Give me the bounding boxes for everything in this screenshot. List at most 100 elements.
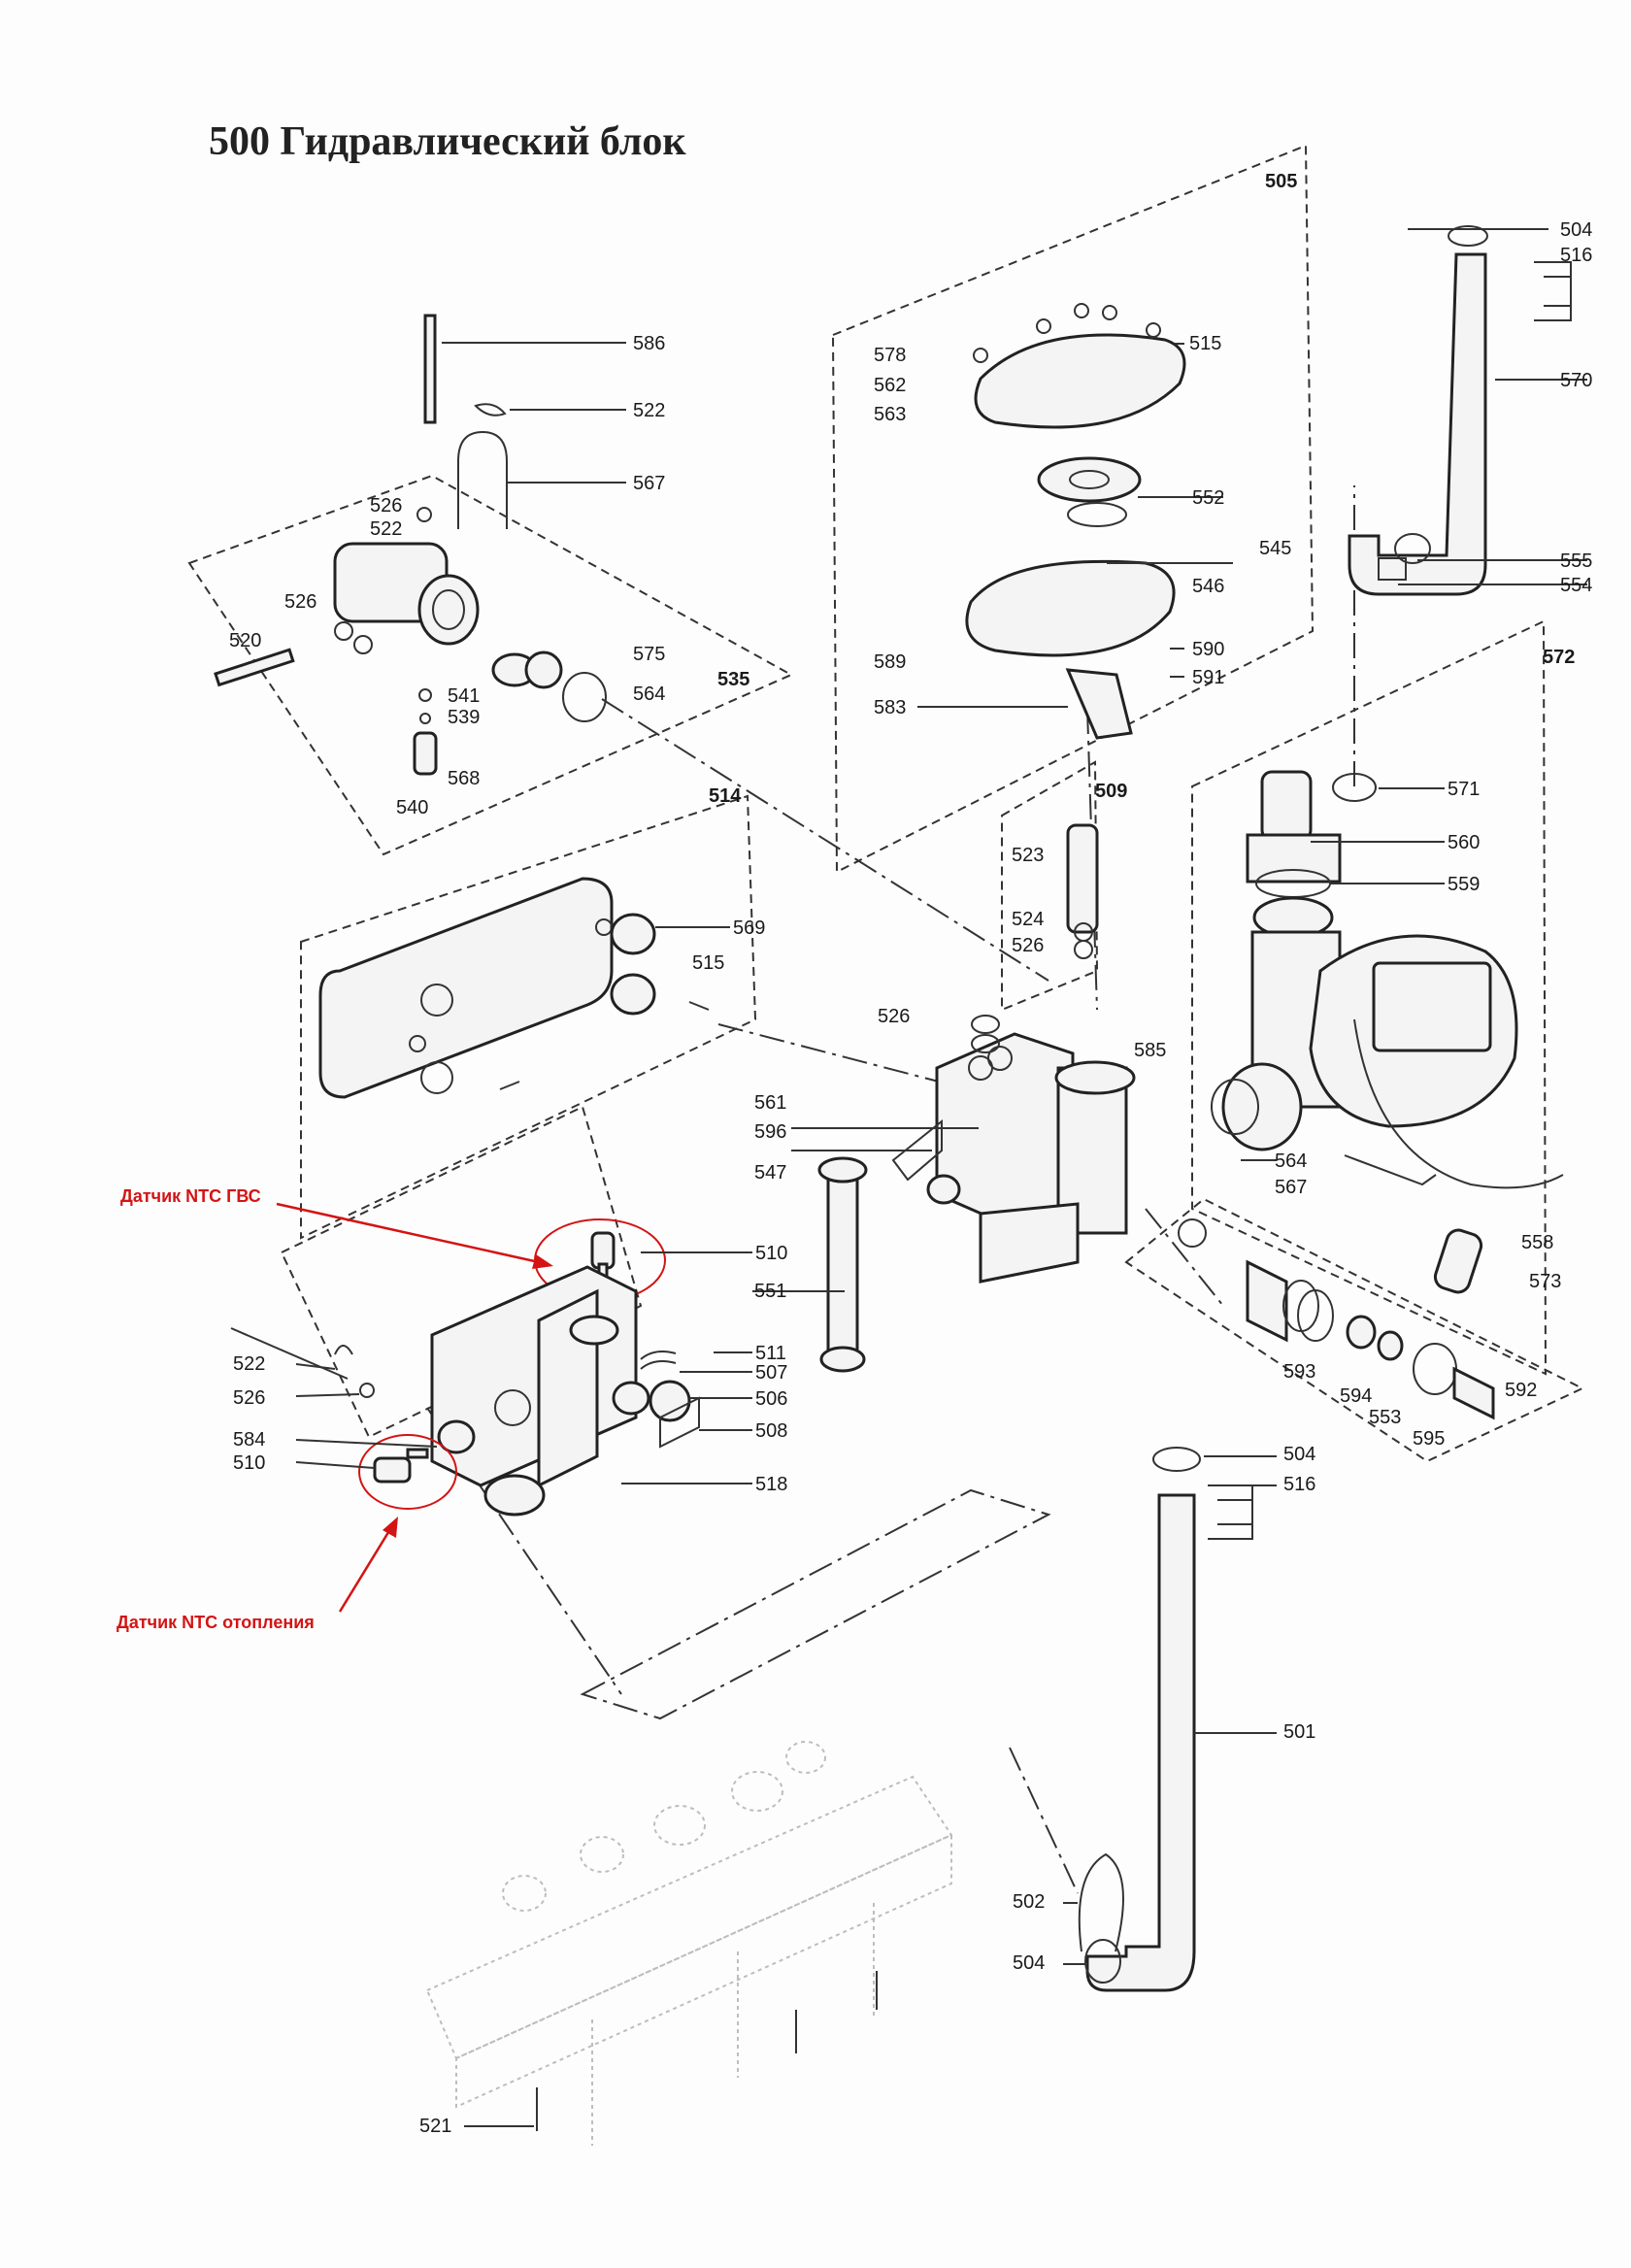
label-547: 547 xyxy=(754,1162,787,1184)
label-552: 552 xyxy=(1192,487,1225,509)
part-568 xyxy=(413,731,438,776)
label-526: 526 xyxy=(284,591,317,613)
label-553: 553 xyxy=(1369,1407,1402,1428)
part-558-cable xyxy=(1353,1018,1564,1189)
part-504-oring xyxy=(1448,225,1488,247)
label-591: 591 xyxy=(1192,667,1225,688)
label-526: 526 xyxy=(878,1006,911,1027)
label-526: 526 xyxy=(1012,935,1045,956)
part-510-sensor-heating xyxy=(373,1456,412,1484)
part-578-cover xyxy=(974,333,1186,429)
label-555: 555 xyxy=(1560,550,1593,572)
label-583: 583 xyxy=(874,697,907,718)
part-571-seal xyxy=(1332,773,1377,802)
flow-line-a xyxy=(601,698,1049,982)
label-586: 586 xyxy=(633,333,666,354)
part-545 xyxy=(1067,502,1127,527)
label-567: 567 xyxy=(633,473,666,494)
part-504-oring-mid xyxy=(1152,1447,1201,1472)
ntc-heating-arrow xyxy=(338,1517,398,1613)
label-515: 515 xyxy=(692,952,725,974)
part-515-screw xyxy=(499,1001,710,1090)
group-505-outline xyxy=(831,144,1315,874)
part-594 xyxy=(1346,1315,1377,1350)
group-509-outline xyxy=(1001,760,1099,1012)
ntc-heating-highlight xyxy=(358,1434,457,1510)
part-508-bracket xyxy=(659,1396,700,1449)
label-567: 567 xyxy=(1275,1177,1308,1198)
part-567-bracket xyxy=(1344,1154,1437,1186)
flow-line-e xyxy=(1145,1208,1224,1307)
label-578: 578 xyxy=(874,345,907,366)
label-506: 506 xyxy=(755,1388,788,1410)
label-561: 561 xyxy=(754,1092,787,1114)
group-535-outline xyxy=(187,474,794,856)
label-518: 518 xyxy=(755,1474,788,1495)
label-521: 521 xyxy=(419,2116,452,2137)
group-label-535: 535 xyxy=(717,669,750,690)
label-541: 541 xyxy=(448,685,481,707)
part-553 xyxy=(1377,1330,1404,1361)
label-501: 501 xyxy=(1283,1721,1316,1743)
label-594: 594 xyxy=(1340,1385,1373,1407)
leader-lines xyxy=(295,228,1587,2127)
label-522: 522 xyxy=(633,400,666,421)
part-560-vent xyxy=(1260,770,1313,842)
part-502-clip xyxy=(1078,1852,1124,1952)
label-569: 569 xyxy=(733,917,766,939)
label-504: 504 xyxy=(1560,219,1593,241)
label-590: 590 xyxy=(1192,639,1225,660)
group-label-509: 509 xyxy=(1095,781,1128,802)
part-522-probe xyxy=(230,1327,349,1380)
label-564: 564 xyxy=(633,684,666,705)
group-label-572: 572 xyxy=(1543,647,1576,668)
label-560: 560 xyxy=(1448,832,1481,853)
part-552-diaphragm xyxy=(1037,456,1142,503)
label-568: 568 xyxy=(448,768,481,789)
annotation-ntc-heating: Датчик NTC отопления xyxy=(116,1613,315,1632)
part-586 xyxy=(423,314,437,424)
group-592-outline xyxy=(1124,1197,1585,1463)
part-522-clip xyxy=(474,403,507,417)
label-559: 559 xyxy=(1448,874,1481,895)
label-526: 526 xyxy=(370,495,403,517)
label-540: 540 xyxy=(396,797,429,818)
part-595 xyxy=(1413,1343,1457,1395)
label-504: 504 xyxy=(1013,1952,1046,1974)
bottom-outline xyxy=(580,1488,1051,1720)
label-508: 508 xyxy=(755,1420,788,1442)
label-562: 562 xyxy=(874,375,907,396)
label-571: 571 xyxy=(1448,779,1481,800)
part-596-bracket xyxy=(891,1118,943,1182)
part-551-pipe xyxy=(826,1173,859,1371)
group-514-outline xyxy=(300,794,757,1240)
label-564: 564 xyxy=(1275,1151,1308,1172)
label-558: 558 xyxy=(1521,1232,1554,1253)
label-516: 516 xyxy=(1283,1474,1316,1495)
label-551: 551 xyxy=(754,1281,787,1302)
label-507: 507 xyxy=(755,1362,788,1384)
label-593: 593 xyxy=(1283,1361,1316,1383)
label-523: 523 xyxy=(1012,845,1045,866)
label-510: 510 xyxy=(755,1243,788,1264)
group-label-505: 505 xyxy=(1265,171,1298,192)
part-516-clip-mid xyxy=(1208,1484,1253,1540)
label-589: 589 xyxy=(874,651,907,673)
label-545: 545 xyxy=(1259,538,1292,559)
label-510: 510 xyxy=(233,1452,266,1474)
label-504: 504 xyxy=(1283,1444,1316,1465)
label-575: 575 xyxy=(633,644,666,665)
part-546-base xyxy=(965,559,1176,657)
part-583-lever xyxy=(1065,668,1133,740)
label-554: 554 xyxy=(1560,575,1593,596)
label-526: 526 xyxy=(233,1387,266,1409)
label-595: 595 xyxy=(1413,1428,1446,1450)
label-502: 502 xyxy=(1013,1891,1046,1913)
part-547-nut xyxy=(817,1156,868,1184)
group-label-514: 514 xyxy=(709,785,742,807)
label-539: 539 xyxy=(448,707,481,728)
part-592-fitting xyxy=(1452,1366,1495,1420)
label-524: 524 xyxy=(1012,909,1045,930)
